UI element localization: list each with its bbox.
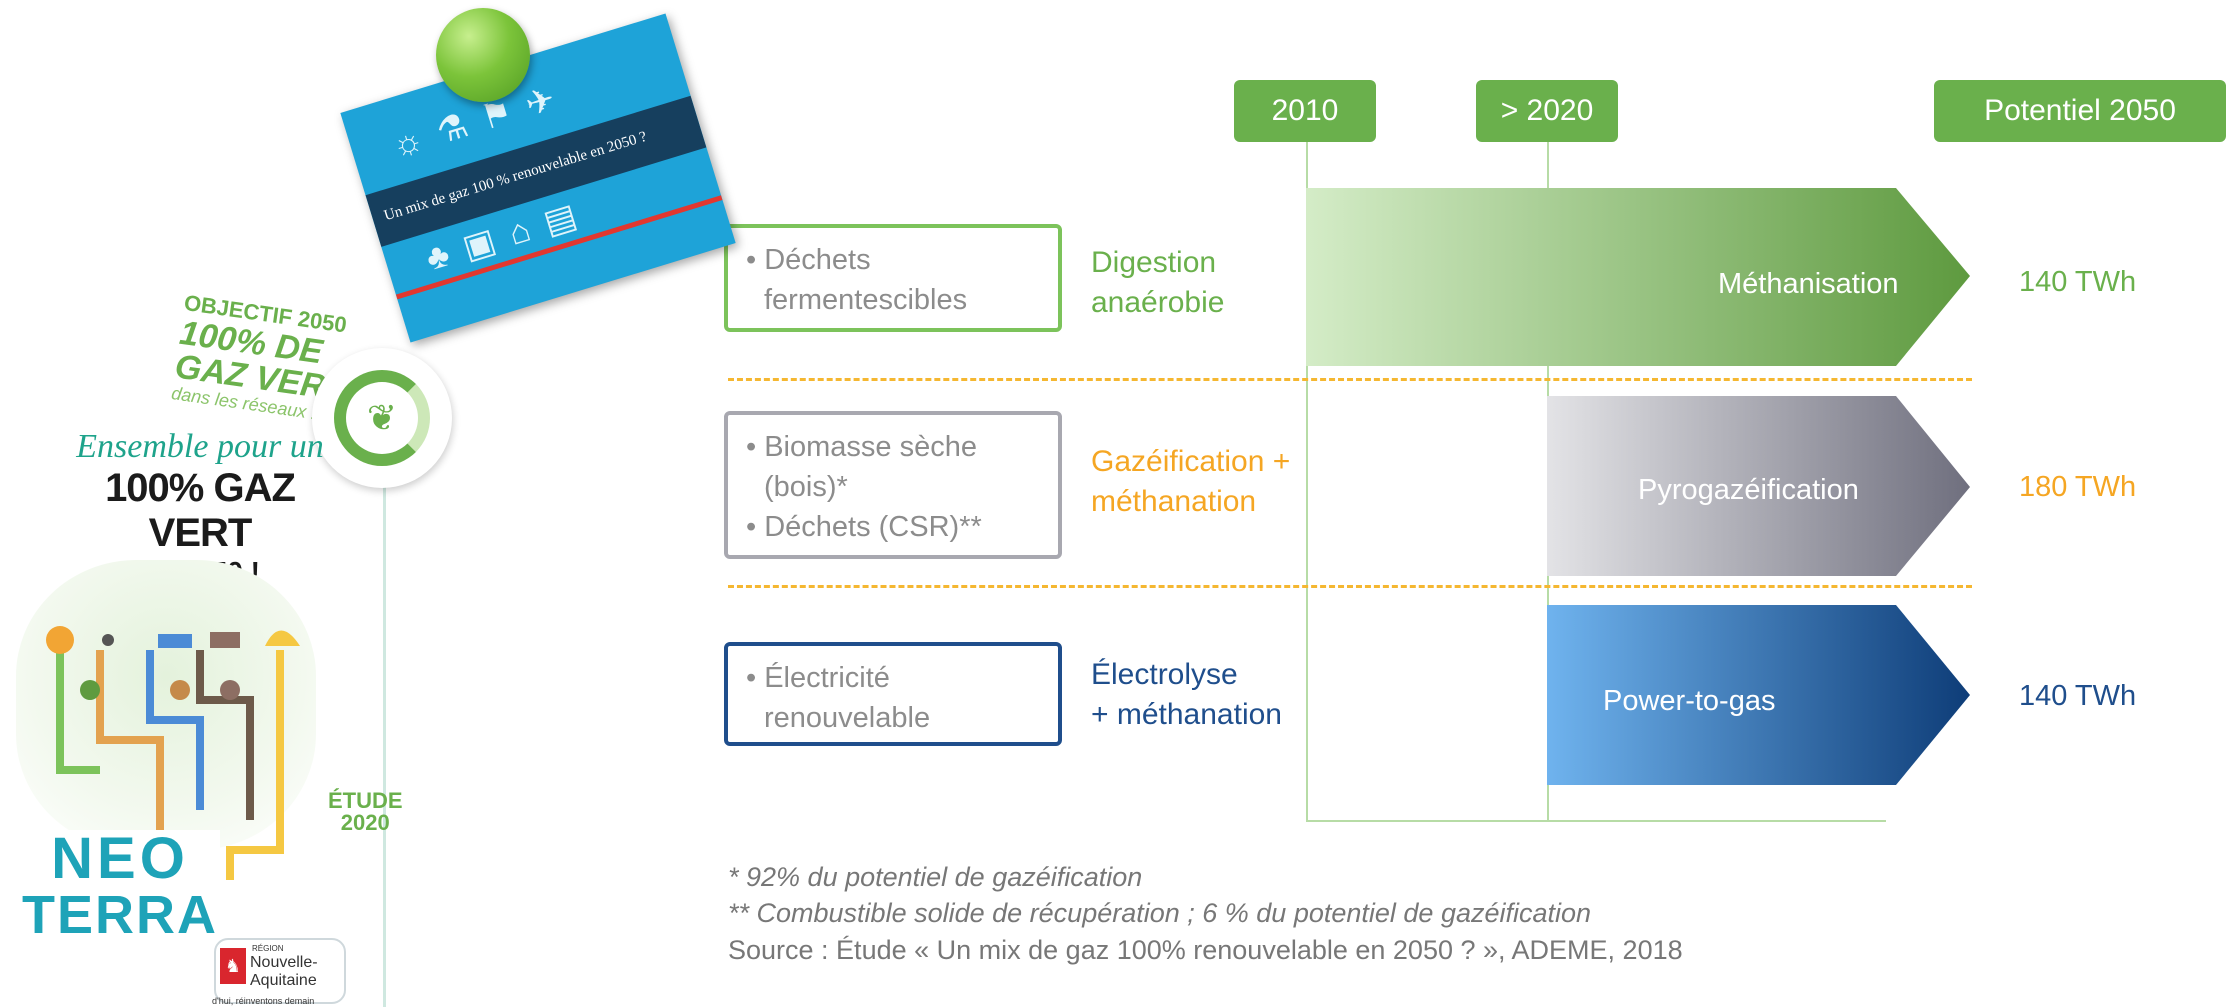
region-name-2: Aquitaine — [250, 972, 317, 989]
potential-methanisation: 140 TWh — [2019, 266, 2137, 298]
source-text: (bois)* — [764, 471, 848, 503]
year-tag-2050: Potentiel 2050 — [1934, 80, 2226, 142]
timeline-line-2010 — [1306, 142, 1308, 822]
year-tag-2010: 2010 — [1234, 80, 1376, 142]
source-text: renouvelable — [764, 702, 931, 734]
source-box-dry-biomass: • Biomasse sèche (bois)* • Déchets (CSR)… — [724, 411, 1062, 559]
region-tagline: d'hui, réinventons demain — [212, 996, 315, 1006]
row-separator-2 — [728, 585, 1972, 588]
source-text: • Déchets — [746, 244, 871, 276]
process-label-digestion: Digestion anaérobie — [1091, 243, 1224, 323]
study-label: ÉTUDE 2020 — [328, 790, 403, 834]
poster-illustration — [16, 560, 316, 850]
potential-power-to-gas: 140 TWh — [2019, 680, 2137, 712]
source-box-renewable-electricity: • Électricité renouvelable — [724, 642, 1062, 746]
process-line: Électrolyse — [1091, 658, 1238, 691]
arrow-label-power-to-gas: Power-to-gas — [1603, 685, 1776, 717]
source-text: • Déchets (CSR)** — [746, 511, 982, 543]
year-tag-2020: > 2020 — [1476, 80, 1618, 142]
study-line-2: 2020 — [340, 810, 390, 835]
footnote-2: ** Combustible solide de récupération ; … — [728, 898, 1592, 928]
footnote-1: * 92% du potentiel de gazéification — [728, 862, 1143, 892]
row-separator-1 — [728, 378, 1972, 381]
region-lion-icon: ♞ — [220, 948, 246, 984]
potential-pyrogazeification: 180 TWh — [2019, 471, 2137, 503]
study-line-1: ÉTUDE — [328, 788, 403, 813]
source-text: • Biomasse sèche — [746, 431, 977, 463]
neo-terra-logo: NEO TERRA — [20, 830, 220, 980]
green-pin-icon — [436, 8, 530, 102]
pyrogazeification-arrow — [1547, 396, 1970, 576]
process-line: Gazéification + — [1091, 445, 1291, 478]
source-note: Source : Étude « Un mix de gaz 100% reno… — [728, 935, 1683, 965]
power-to-gas-arrow — [1547, 605, 1970, 785]
arrow-label-pyrogazeification: Pyrogazéification — [1638, 474, 1859, 506]
slogan-line-1: Ensemble pour un — [76, 428, 324, 465]
process-label-electrolysis: Électrolyse + méthanation — [1091, 655, 1282, 735]
source-box-fermentable-waste: • Déchets fermentescibles — [724, 224, 1062, 332]
source-text: • Électricité — [746, 662, 890, 694]
region-logo: ♞ RÉGION Nouvelle- Aquitaine — [214, 938, 346, 1004]
methanisation-arrow — [1306, 188, 1970, 366]
source-text: fermentescibles — [764, 284, 968, 316]
neo-line: NEO — [51, 826, 189, 891]
arrow-label-methanisation: Méthanisation — [1718, 268, 1899, 300]
process-line: méthanation — [1091, 485, 1257, 518]
slogan-line-2: 100% GAZ VERT — [105, 466, 296, 555]
process-label-gasification: Gazéification + méthanation — [1091, 442, 1290, 522]
process-line: + méthanation — [1091, 698, 1282, 731]
timeline-baseline — [1306, 820, 1886, 822]
pipes-illustration — [46, 626, 300, 880]
process-line: Digestion — [1091, 246, 1217, 279]
terra-line: TERRA — [22, 885, 218, 945]
region-small: RÉGION — [252, 944, 284, 953]
process-line: anaérobie — [1091, 286, 1225, 319]
region-name-1: Nouvelle- — [250, 954, 318, 971]
poster-border — [383, 410, 386, 1007]
leaf-logo-icon: ❦ — [312, 348, 452, 488]
